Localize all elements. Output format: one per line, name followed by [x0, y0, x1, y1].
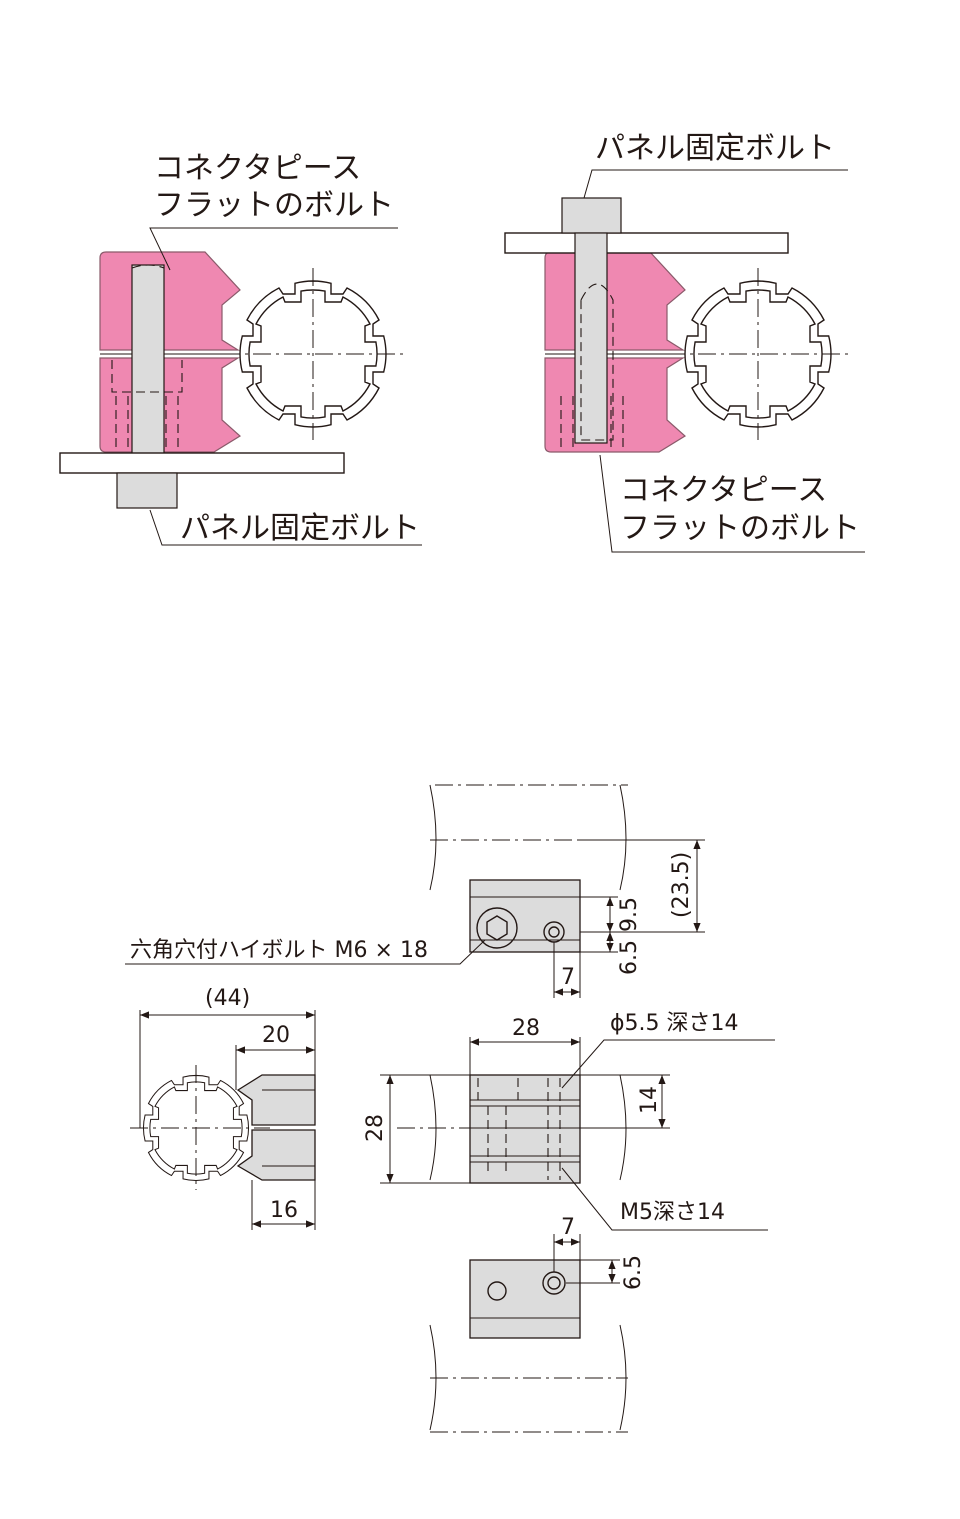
panel-fixing-bolt-head — [116, 472, 178, 509]
dim-28-height: 28 — [363, 1114, 388, 1142]
connector-piece-lower-right — [544, 357, 687, 453]
dim-20: 20 — [262, 1023, 290, 1048]
connector-piece-upper-left — [99, 251, 241, 351]
label-connector-bolt-line1: コネクタピース — [620, 473, 827, 508]
panel-fixing-bolt-head — [561, 197, 622, 234]
side-view: (44) 20 16 — [130, 986, 316, 1230]
panel-fixing-bolt-shank — [574, 232, 608, 444]
assembly-right: パネル固定ボルト コネクタピース フラットのボルト — [504, 131, 865, 553]
assembly-left: コネクタピース フラットのボルト パネル固定ボルト — [59, 151, 422, 546]
part-bottom-view — [469, 1259, 581, 1339]
dim-6-5-top: 6.5 — [617, 940, 642, 975]
dim-9-5: 9.5 — [617, 897, 642, 932]
label-panel-fixing-bolt: パネル固定ボルト — [180, 511, 420, 546]
label-connector-bolt-line2: フラットのボルト — [620, 511, 860, 546]
dim-6-5-bottom: 6.5 — [621, 1255, 646, 1290]
top-view: 9.5 6.5 (23.5) 7 六角穴付ハイボルト M6 × 18 — [125, 784, 705, 998]
label-connector-bolt-line1: コネクタピース — [154, 151, 361, 186]
label-m5-depth-14: M5深さ14 — [620, 1200, 725, 1225]
dim-16: 16 — [270, 1198, 298, 1223]
label-panel-fixing-bolt: パネル固定ボルト — [595, 131, 835, 166]
panel — [504, 232, 789, 254]
connector-piece-upper-right — [544, 251, 686, 351]
front-view: 28 28 14 ϕ5.5 深さ14 M5深さ14 — [363, 1011, 775, 1231]
dim-7-top: 7 — [561, 965, 575, 990]
connector-bolt — [131, 264, 165, 476]
part-side-view-lower — [236, 1129, 316, 1181]
label-hex-socket-bolt: 六角穴付ハイボルト M6 × 18 — [130, 938, 428, 963]
bottom-view: 7 6.5 — [429, 1215, 646, 1433]
label-connector-bolt-line2: フラットのボルト — [154, 188, 394, 223]
part-top-view — [469, 879, 581, 953]
panel — [59, 452, 345, 474]
connector-piece-lower-left — [99, 357, 242, 453]
label-hole-5-5-depth-14: ϕ5.5 深さ14 — [610, 1011, 739, 1036]
dim-23-5: (23.5) — [669, 852, 694, 918]
part-front-view — [469, 1074, 581, 1184]
dim-14: 14 — [637, 1086, 662, 1114]
part-side-view-upper — [236, 1074, 316, 1126]
dim-7-bottom: 7 — [561, 1215, 575, 1240]
dim-28-width: 28 — [512, 1016, 540, 1041]
dim-44: (44) — [205, 986, 250, 1011]
